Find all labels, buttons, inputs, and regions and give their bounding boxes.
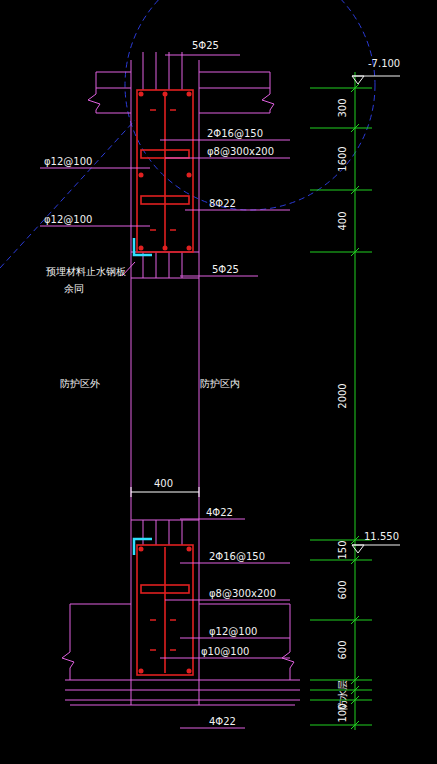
dimension: 2000 xyxy=(337,383,348,408)
rebar-callout: φ8@300x200 xyxy=(209,588,276,599)
dimension: 150 xyxy=(337,540,348,559)
leader-lines xyxy=(40,55,290,728)
zone-label: 防护区外 xyxy=(60,378,100,389)
dimension: 1600 xyxy=(337,146,348,171)
dimension: 300 xyxy=(337,98,348,117)
rebar-callout: 8Φ22 xyxy=(209,198,236,209)
dimension-chain xyxy=(310,72,372,730)
rebar-callout: φ12@100 xyxy=(44,156,92,167)
rebar-callout: φ10@100 xyxy=(201,646,249,657)
dimension: 400 xyxy=(337,211,348,230)
rebar-callout: 5Φ25 xyxy=(212,264,239,275)
level-mark: -7.100 xyxy=(368,58,400,69)
rebar-callout: 4Φ22 xyxy=(209,716,236,727)
dimension: 600 xyxy=(337,580,348,599)
zone-label: 防护区内 xyxy=(200,378,240,389)
rebar-callout: φ12@100 xyxy=(209,626,257,637)
dimension: 600 xyxy=(337,640,348,659)
dimension: 400 xyxy=(154,478,173,489)
rebar-callout: φ12@100 xyxy=(44,214,92,225)
note-text: 预埋材料止水钢板 xyxy=(46,266,126,277)
rebar-dots xyxy=(139,92,192,674)
rebar-callout: φ8@300x200 xyxy=(207,146,274,157)
dashed-line xyxy=(0,120,135,268)
level-mark: 11.550 xyxy=(364,531,399,542)
rebar-callout: 4Φ22 xyxy=(206,507,233,518)
rebar-callout: 2Φ16@150 xyxy=(207,128,263,139)
waterstop xyxy=(134,238,152,555)
level-marks xyxy=(352,76,400,553)
rebar-callout: 2Φ16@150 xyxy=(209,551,265,562)
rebar-callout: 5Φ25 xyxy=(192,40,219,51)
detail-circle xyxy=(125,0,375,210)
rebar-cage xyxy=(137,90,193,675)
dimension: 100 xyxy=(337,703,348,722)
note-text: 余同 xyxy=(64,283,84,294)
